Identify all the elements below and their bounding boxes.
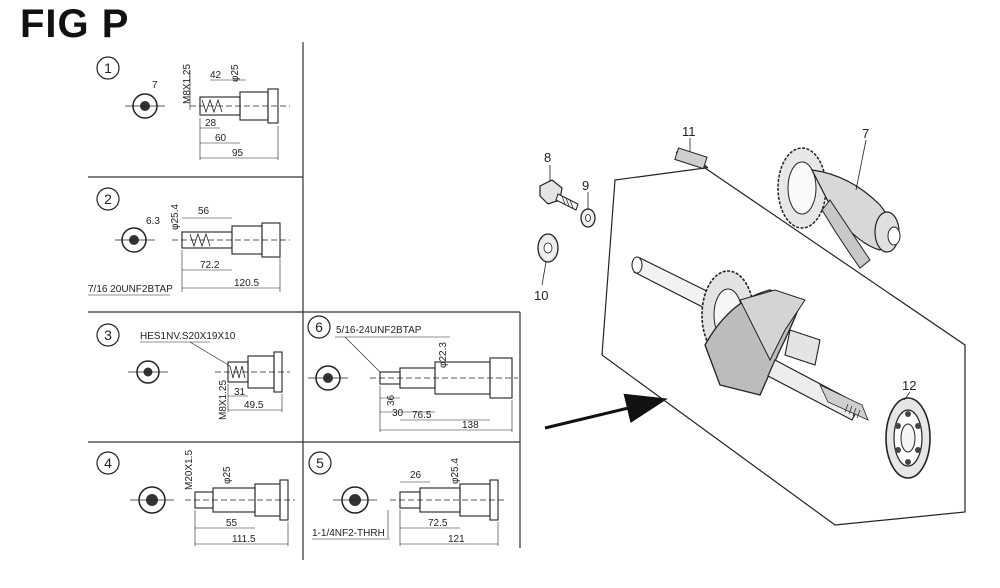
variant-6-dim-a: φ22.3	[438, 342, 449, 368]
callout-11: 11	[682, 124, 696, 139]
pointer-arrow	[544, 393, 668, 430]
variant-5-dim-c: 72.5	[428, 518, 448, 529]
crank-gear-part	[777, 147, 901, 269]
variant-6-number: 6	[315, 319, 323, 335]
variant-4-drawing: 4 M20X1.5 φ25 55 111.5	[96, 450, 295, 546]
variant-2-drawing: 2 6.3 φ25.4 56 72.2 120.5 7/16 20UNF2BTA…	[88, 187, 290, 296]
crankshaft-part	[631, 256, 869, 421]
variant-4-thread-label: M20X1.5	[184, 450, 195, 490]
variant-2-number: 2	[104, 191, 112, 207]
figure-title: FIG P	[20, 2, 130, 46]
assembly-drawing: 8 9 10 11 7 12	[534, 124, 966, 526]
variant-1-drawing: 1 7 42 φ25 28 60 95 M8X1.25	[96, 56, 290, 160]
bolt-part	[539, 179, 579, 211]
lock-washer-part	[580, 208, 596, 228]
variant-3-dim-c: 49.5	[244, 400, 264, 411]
variant-2-dim-d: 72.2	[200, 260, 220, 271]
variant-6-dim-b: 36	[386, 394, 397, 406]
variant-3-thread-label: HES1NV.S20X19X10	[140, 331, 236, 342]
assembly-box	[601, 167, 966, 526]
variant-2-dim-b: φ25.4	[170, 204, 181, 230]
variant-6-dim-d: 76.5	[412, 410, 432, 421]
variant-5-dim-d: 121	[448, 534, 465, 545]
variant-1-dim-d: 28	[205, 118, 217, 129]
variant-3-dim-b: 31	[234, 387, 246, 398]
callout-9: 9	[582, 178, 589, 193]
variant-5-drawing: 5 26 φ25.4 72.5 121 1-1/4NF2-THRH	[308, 451, 505, 546]
variant-1-thread-label: M8X1.25	[182, 64, 193, 104]
variant-2-dim-e: 120.5	[234, 278, 259, 289]
variant-3-dim-a: M8X1.25	[218, 380, 229, 420]
variant-1-number: 1	[104, 60, 112, 76]
callout-12: 12	[902, 378, 916, 393]
callout-8: 8	[544, 150, 551, 165]
variant-1-dim-b: 42	[210, 70, 222, 81]
variant-4-dim-c: 111.5	[232, 534, 256, 545]
variant-5-dim-a: 26	[410, 470, 422, 481]
variant-5-dim-b: φ25.4	[450, 458, 461, 484]
variant-2-dim-a: 6.3	[146, 216, 160, 227]
variant-2-dim-c: 56	[198, 206, 210, 217]
bearing-part	[885, 397, 931, 479]
flat-washer-part	[537, 233, 559, 263]
variant-4-dim-b: 55	[226, 518, 238, 529]
callout-7: 7	[862, 126, 869, 141]
variant-1-dim-a: 7	[152, 80, 158, 91]
variant-5-number: 5	[316, 455, 324, 471]
variant-2-thread-label: 7/16 20UNF2BTAP	[88, 284, 173, 295]
variant-3-number: 3	[104, 327, 112, 343]
variant-1-dim-f: 95	[232, 148, 244, 159]
variant-4-number: 4	[104, 455, 112, 471]
variant-3-drawing: 3 HES1NV.S20X19X10 M8X1.25 31 49.5	[96, 323, 290, 420]
variant-5-thread-label: 1-1/4NF2-THRH	[312, 528, 385, 539]
variant-1-dim-c: φ25	[230, 64, 241, 82]
variant-6-dim-e: 138	[462, 420, 479, 431]
key-part	[674, 147, 709, 170]
variant-grid	[88, 42, 521, 560]
variant-4-dim-a: φ25	[222, 466, 233, 484]
variant-1-dim-e: 60	[215, 133, 227, 144]
variant-6-dim-c: 30	[392, 408, 404, 419]
callout-10: 10	[534, 288, 548, 303]
variant-6-drawing: 6 5/16-24UNF2BTAP φ22.3 36 30 76.5 138	[307, 315, 518, 432]
variant-6-thread-label: 5/16-24UNF2BTAP	[336, 325, 422, 336]
